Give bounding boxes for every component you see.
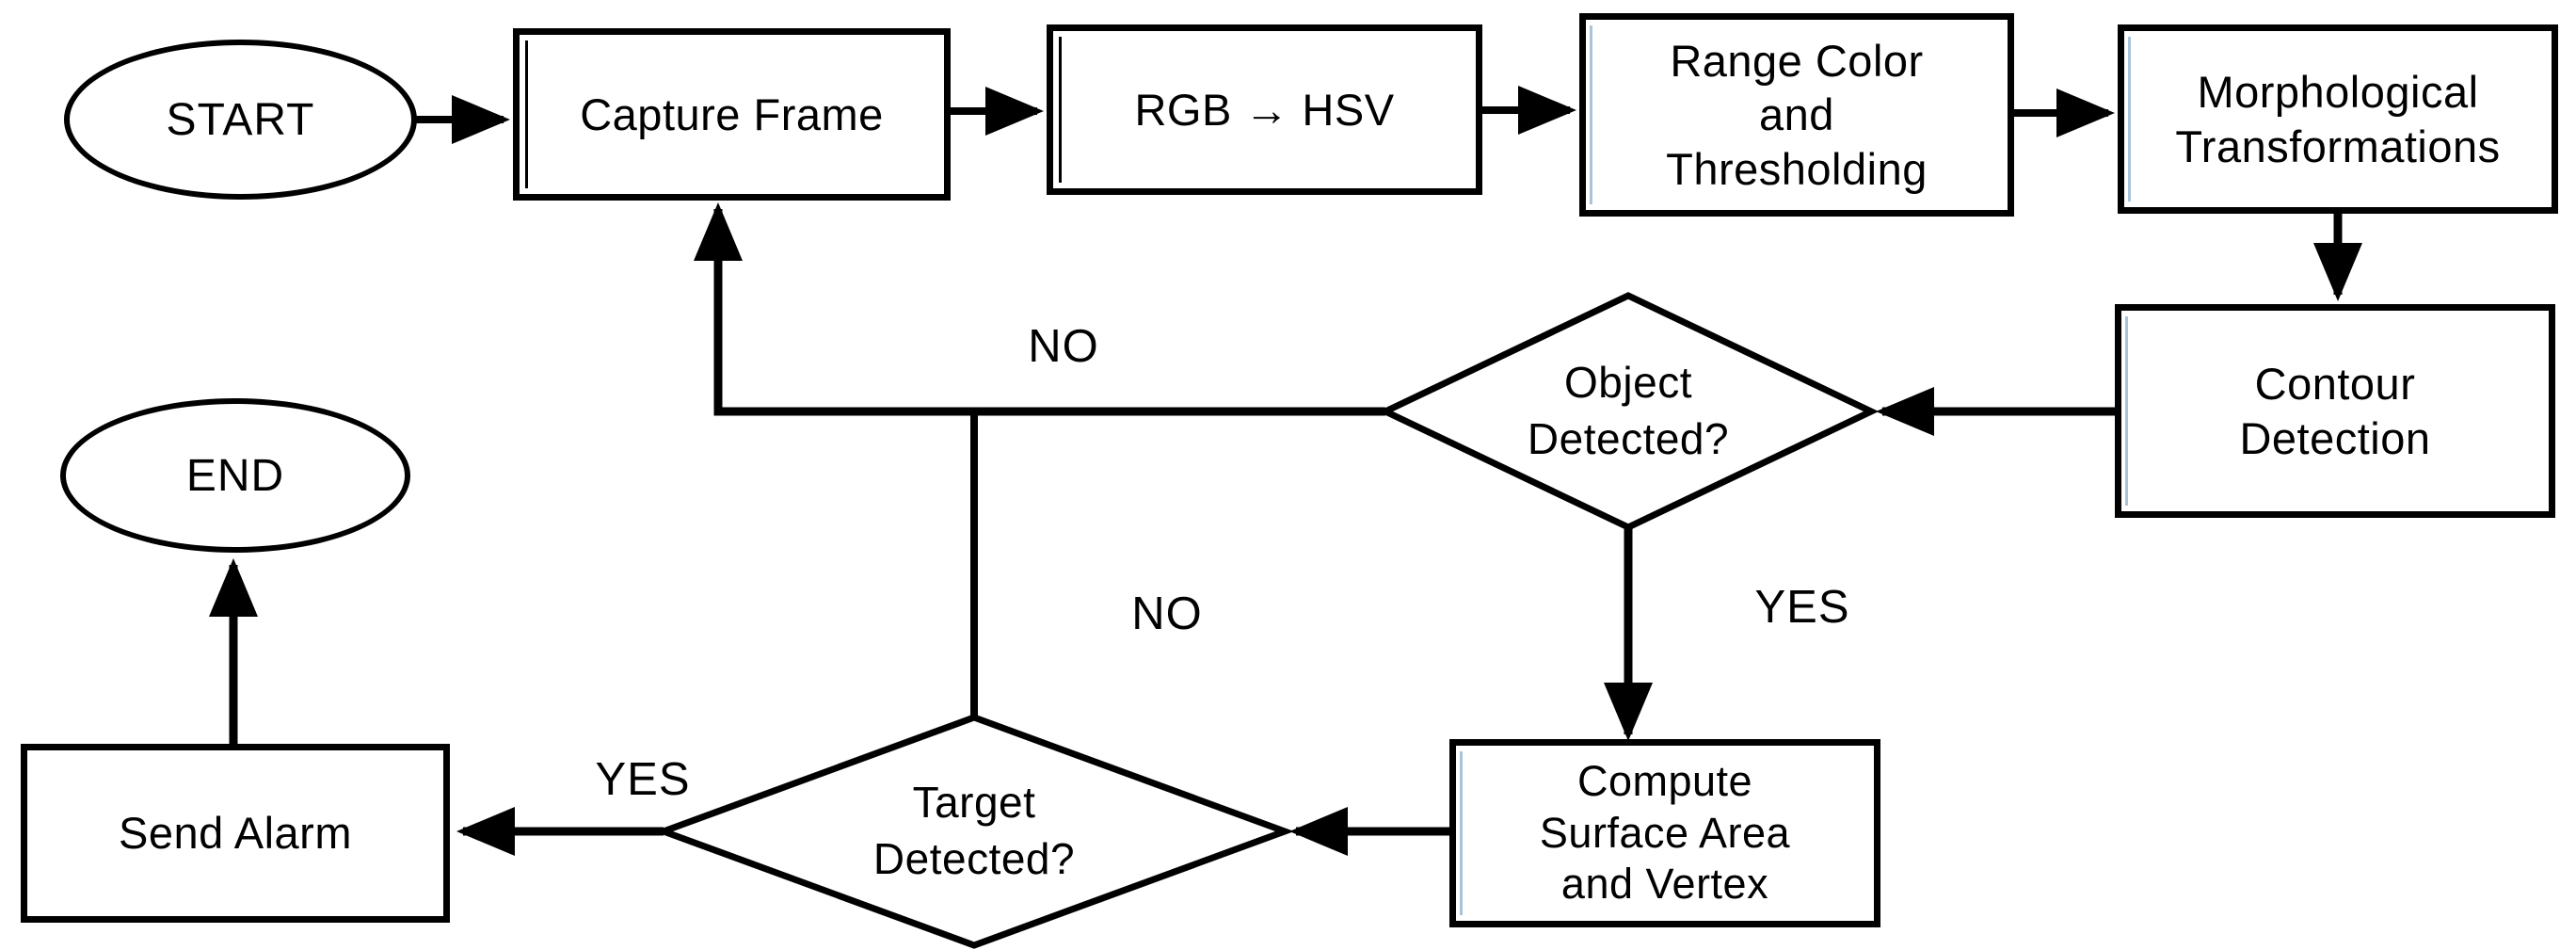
node-rgb-to-hsv-label: RGB → HSV xyxy=(1134,84,1395,135)
decision-target-line: Detected? xyxy=(872,834,1076,883)
label-target-no: NO xyxy=(1131,588,1203,639)
node-start: START xyxy=(64,40,417,200)
decision-object-detected: Object Detected? xyxy=(1528,355,1729,468)
sketch-double-edge xyxy=(2125,316,2128,506)
node-capture-frame: Capture Frame xyxy=(513,28,951,201)
node-rgb-to-hsv: RGB → HSV xyxy=(1047,24,1482,195)
label-target-yes: YES xyxy=(595,754,691,805)
node-capture-frame-label: Capture Frame xyxy=(580,89,884,139)
node-end-label: END xyxy=(185,450,285,501)
decision-target-line: Target xyxy=(912,778,1036,828)
label-object-yes: YES xyxy=(1754,582,1850,633)
sketch-double-edge xyxy=(1460,751,1463,915)
node-range-color-thresholding: Range Color and Thresholding xyxy=(1579,13,2014,217)
node-compute-surface-area-vertex: Compute Surface Area and Vertex xyxy=(1449,739,1880,927)
node-contour-detection: Contour Detection xyxy=(2115,304,2555,518)
label-object-no: NO xyxy=(1028,321,1099,372)
node-morphological-transformations: Morphological Transformations xyxy=(2118,24,2558,214)
sketch-double-edge xyxy=(1590,25,1592,204)
node-compute-line: and Vertex xyxy=(1560,860,1769,909)
node-end: END xyxy=(60,398,410,553)
node-send-alarm: Send Alarm xyxy=(21,744,450,923)
node-compute-line: Compute xyxy=(1576,756,1753,805)
decision-object-line: Detected? xyxy=(1527,414,1730,463)
node-compute-line: Surface Area xyxy=(1539,808,1791,857)
node-send-alarm-label: Send Alarm xyxy=(119,808,352,859)
decision-object-line: Object xyxy=(1564,358,1692,408)
node-start-label: START xyxy=(166,94,315,145)
decision-target-detected-shape xyxy=(653,714,1295,949)
node-range-line: Thresholding xyxy=(1666,143,1928,194)
node-range-line: and xyxy=(1759,89,1834,140)
node-morph-line: Transformations xyxy=(2175,121,2501,171)
node-contour-line: Detection xyxy=(2239,412,2431,463)
sketch-double-edge xyxy=(2128,37,2131,201)
node-contour-line: Contour xyxy=(2254,359,2416,410)
node-morph-line: Morphological xyxy=(2197,67,2479,118)
decision-object-detected-shape xyxy=(1377,292,1880,531)
sketch-double-edge xyxy=(525,40,528,188)
edge-object-no-to-capture xyxy=(694,202,1385,416)
sketch-double-edge xyxy=(1059,37,1062,183)
decision-target-detected: Target Detected? xyxy=(873,775,1075,888)
node-range-line: Range Color xyxy=(1670,36,1924,86)
